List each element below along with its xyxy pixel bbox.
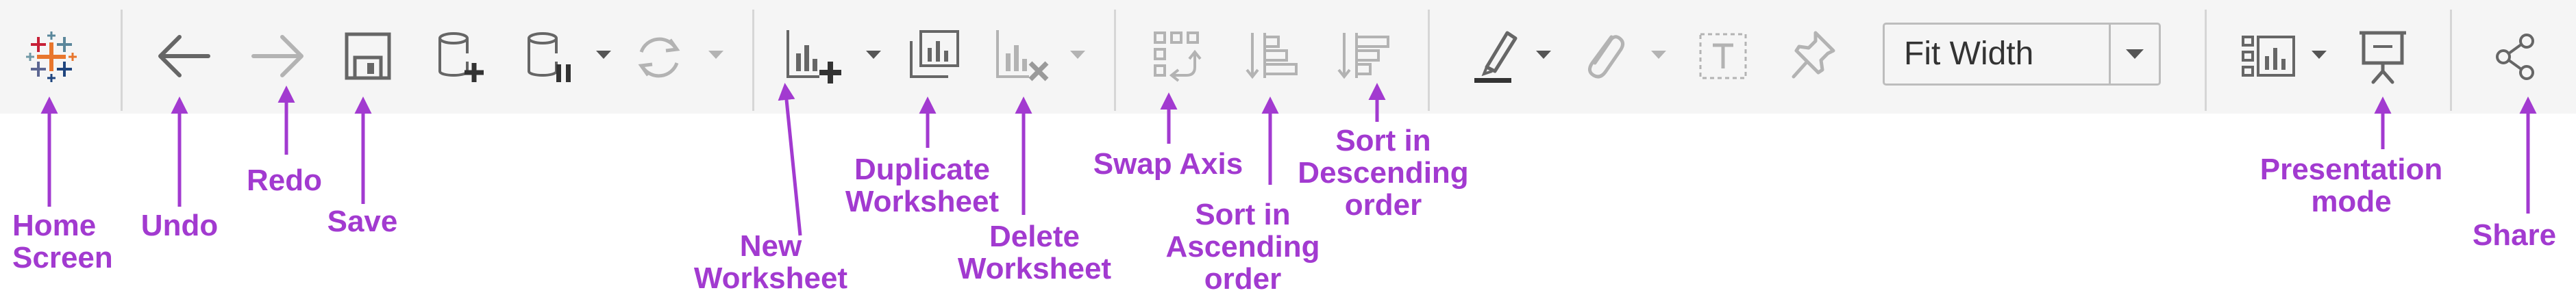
duplicate-worksheet-icon[interactable]: [908, 29, 961, 81]
callout-redo: Redo: [247, 164, 322, 197]
callout-presentation-mode: Presentation mode: [2259, 153, 2443, 218]
callout-new-worksheet: New Worksheet: [693, 229, 848, 295]
sort-ascending-icon[interactable]: [1246, 30, 1299, 82]
new-worksheet-icon[interactable]: [785, 29, 841, 84]
chevron-down-icon[interactable]: [1535, 49, 1552, 60]
sort-descending-icon[interactable]: [1337, 30, 1391, 82]
chevron-down-icon[interactable]: [595, 49, 612, 60]
show-me-icon[interactable]: [2240, 34, 2296, 79]
callout-share: Share: [2472, 218, 2557, 252]
chevron-down-icon[interactable]: [1650, 49, 1668, 60]
toolbar: Fit Width: [0, 0, 2576, 114]
pause-auto-updates-icon[interactable]: [525, 30, 577, 85]
share-icon[interactable]: [2494, 33, 2538, 81]
toolbar-separator: [1428, 10, 1430, 111]
toolbar-separator: [1114, 10, 1116, 111]
toolbar-separator: [752, 10, 754, 111]
highlight-icon[interactable]: [1473, 29, 1522, 85]
group-icon[interactable]: [1580, 30, 1628, 82]
callout-delete-worksheet: Delete Worksheet: [957, 220, 1112, 285]
fit-width-select[interactable]: Fit Width: [1883, 23, 2161, 86]
swap-axis-icon[interactable]: [1152, 30, 1207, 84]
chevron-down-icon[interactable]: [2111, 25, 2159, 84]
undo-icon[interactable]: [155, 31, 212, 81]
delete-worksheet-icon[interactable]: [995, 29, 1050, 84]
callout-undo: Undo: [140, 209, 219, 242]
toolbar-separator: [2205, 10, 2207, 111]
chevron-down-icon[interactable]: [1069, 49, 1087, 60]
callout-sort-ascending: Sort in Ascending order: [1165, 198, 1320, 296]
fit-width-value: Fit Width: [1904, 36, 2034, 72]
tableau-logo-icon[interactable]: [26, 31, 77, 82]
chevron-down-icon[interactable]: [865, 49, 882, 60]
toolbar-separator: [121, 10, 123, 111]
refresh-icon[interactable]: [633, 31, 685, 84]
pin-icon[interactable]: [1789, 30, 1837, 82]
select-divider: [2109, 25, 2111, 84]
new-worksheet-arrow: [778, 83, 802, 236]
callout-swap-axis: Swap Axis: [1093, 147, 1243, 181]
callout-sort-descending: Sort in Descending order: [1298, 124, 1469, 222]
redo-icon[interactable]: [249, 31, 307, 81]
toolbar-separator: [2450, 10, 2452, 111]
chevron-down-icon[interactable]: [2310, 49, 2328, 60]
callout-home-screen: Home Screen: [12, 209, 113, 274]
callout-duplicate-worksheet: Duplicate Worksheet: [845, 153, 1000, 218]
save-icon[interactable]: [344, 31, 392, 81]
presentation-mode-icon[interactable]: [2357, 29, 2409, 85]
show-labels-icon[interactable]: [1698, 31, 1748, 81]
callout-save: Save: [327, 205, 398, 238]
new-data-source-icon[interactable]: [436, 30, 488, 85]
chevron-down-icon[interactable]: [707, 49, 725, 60]
